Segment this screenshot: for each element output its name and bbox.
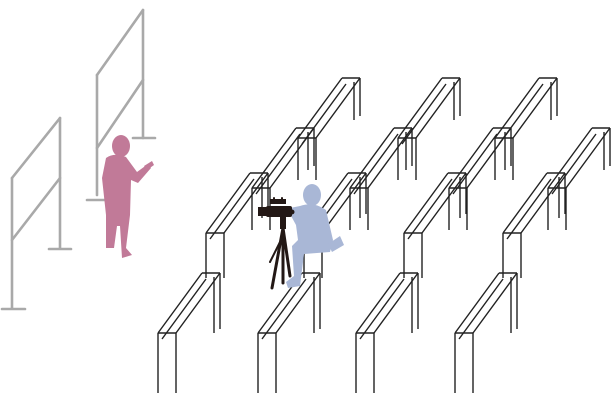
desk	[356, 273, 418, 393]
speaker-figure	[102, 135, 154, 258]
desk	[258, 273, 320, 393]
desk-line	[356, 273, 400, 333]
desk	[398, 78, 460, 180]
desk	[158, 273, 220, 393]
desk-rows	[158, 78, 610, 393]
desk-line	[360, 279, 404, 339]
desk-line	[350, 128, 394, 188]
desk-line	[404, 173, 448, 233]
desk	[449, 128, 511, 230]
desk	[206, 173, 268, 278]
video-camera-icon	[258, 198, 295, 288]
desk-line	[548, 128, 592, 188]
desk-line	[158, 273, 202, 333]
desk-line	[206, 173, 250, 233]
desk-line	[402, 84, 446, 144]
desk-line	[162, 279, 206, 339]
desk-line	[507, 179, 551, 239]
desk-line	[398, 78, 442, 138]
desk-line	[449, 128, 493, 188]
desk-line	[459, 279, 503, 339]
desk-line	[298, 78, 342, 138]
desk	[548, 128, 610, 230]
desk-line	[262, 279, 306, 339]
desk-line	[252, 128, 296, 188]
desk-line	[455, 273, 499, 333]
desk	[455, 273, 517, 393]
podium-panels	[2, 10, 155, 309]
desk-line	[503, 173, 547, 233]
desk-line	[210, 179, 254, 239]
desk-line	[408, 179, 452, 239]
podium-panel-front	[2, 118, 71, 309]
desk-line	[495, 78, 539, 138]
